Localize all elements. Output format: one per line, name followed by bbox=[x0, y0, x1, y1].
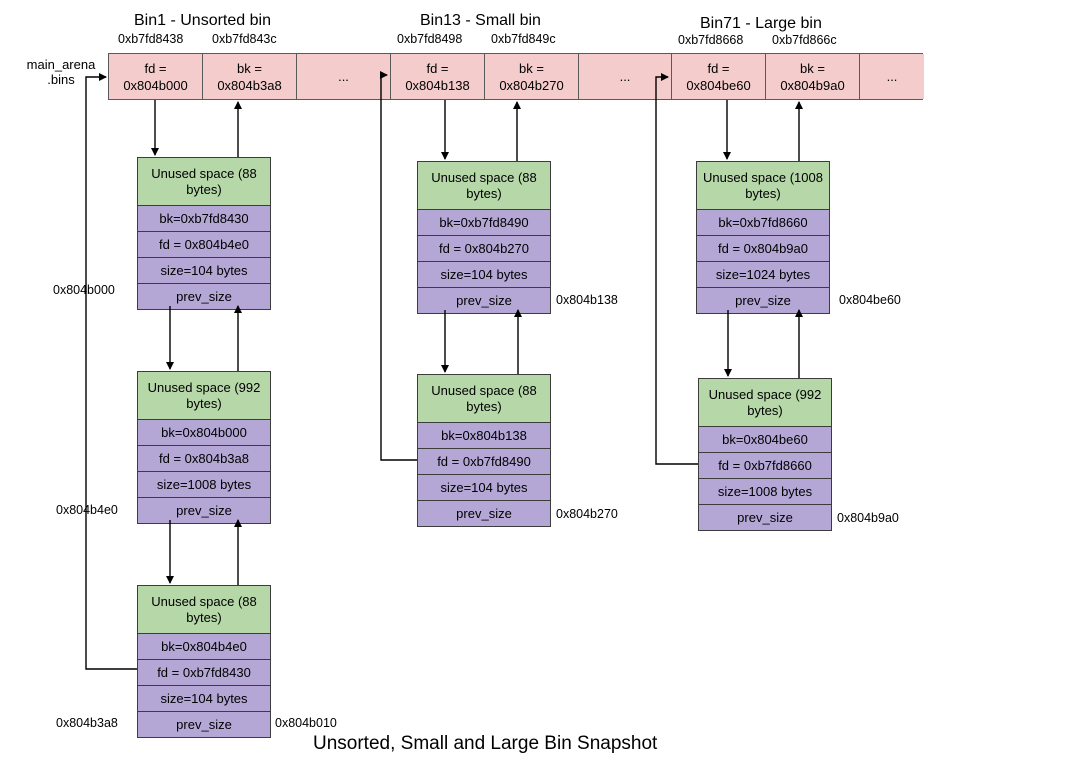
fd-field: fd = 0xb7fd8430 bbox=[138, 660, 270, 686]
bin1-fd-cell: fd = 0x804b000 bbox=[109, 54, 203, 99]
size-field: size=104 bytes bbox=[138, 258, 270, 284]
unused-space: Unused space (88 bytes) bbox=[138, 158, 270, 206]
prev-size-field: prev_size bbox=[138, 284, 270, 309]
bin1-bk-slot-address: 0xb7fd843c bbox=[212, 32, 277, 46]
bk-field: bk=0xb7fd8430 bbox=[138, 206, 270, 232]
bin1-bk-label: bk = bbox=[237, 60, 262, 76]
prev-size-field: prev_size bbox=[418, 501, 550, 526]
chunk-address: 0x804b000 bbox=[53, 283, 115, 297]
bin1-chunk-2: Unused space (992 bytes) bk=0x804b000 fd… bbox=[137, 371, 271, 524]
prev-size-field: prev_size bbox=[138, 498, 270, 523]
fd-field: fd = 0xb7fd8660 bbox=[699, 453, 831, 479]
unused-space: Unused space (88 bytes) bbox=[418, 162, 550, 210]
fd-field: fd = 0xb7fd8490 bbox=[418, 449, 550, 475]
bin13-fd-label: fd = bbox=[426, 60, 449, 76]
prev-size-field: prev_size bbox=[138, 712, 270, 737]
bk-field: bk=0x804b138 bbox=[418, 423, 550, 449]
ellipsis-text: ... bbox=[886, 69, 898, 84]
bin71-chunk-1: Unused space (1008 bytes) bk=0xb7fd8660 … bbox=[696, 161, 830, 314]
bin13-bk-cell: bk = 0x804b270 bbox=[485, 54, 579, 99]
bin13-fd-cell: fd = 0x804b138 bbox=[391, 54, 485, 99]
bin13-title: Bin13 - Small bin bbox=[420, 12, 541, 29]
bk-field: bk=0x804b4e0 bbox=[138, 634, 270, 660]
bin71-bk-slot-address: 0xb7fd866c bbox=[772, 33, 837, 47]
bin1-bk-cell: bk = 0x804b3a8 bbox=[203, 54, 297, 99]
chunk-address: 0x804b9a0 bbox=[837, 511, 899, 525]
main-arena-bins-array: fd = 0x804b000 bk = 0x804b3a8 ... fd = 0… bbox=[108, 53, 924, 100]
bin71-bk-value: 0x804b9a0 bbox=[780, 77, 845, 93]
bin13-bk-slot-address: 0xb7fd849c bbox=[491, 32, 556, 46]
bin13-chunk2-fd-wire bbox=[380, 71, 417, 461]
ellipsis-text: ... bbox=[619, 69, 631, 84]
chunk-address: 0x804be60 bbox=[839, 293, 901, 307]
bin71-fd-value: 0x804be60 bbox=[686, 77, 751, 93]
bin1-title: Bin1 - Unsorted bin bbox=[134, 12, 271, 29]
bin71-chunk-2: Unused space (992 bytes) bk=0x804be60 fd… bbox=[698, 378, 832, 531]
ellipsis-cell: ... bbox=[860, 54, 924, 99]
bk-field: bk=0x804be60 bbox=[699, 427, 831, 453]
unused-space: Unused space (1008 bytes) bbox=[697, 162, 829, 210]
bin13-bk-label: bk = bbox=[519, 60, 544, 76]
arena-label-line1: main_arena bbox=[26, 57, 96, 72]
size-field: size=104 bytes bbox=[418, 475, 550, 501]
unused-space: Unused space (88 bytes) bbox=[138, 586, 270, 634]
bin13-fd-value: 0x804b138 bbox=[405, 77, 470, 93]
size-field: size=104 bytes bbox=[138, 686, 270, 712]
bk-field: bk=0xb7fd8490 bbox=[418, 210, 550, 236]
size-field: size=104 bytes bbox=[418, 262, 550, 288]
chunk-address: 0x804b4e0 bbox=[56, 503, 118, 517]
chunk-address: 0x804b138 bbox=[556, 293, 618, 307]
bin13-bk-value: 0x804b270 bbox=[499, 77, 564, 93]
arena-label-line2: .bins bbox=[47, 72, 75, 87]
bin1-chunk-1: Unused space (88 bytes) bk=0xb7fd8430 fd… bbox=[137, 157, 271, 310]
ellipsis-text: ... bbox=[338, 69, 349, 84]
bk-field: bk=0x804b000 bbox=[138, 420, 270, 446]
size-field: size=1024 bytes bbox=[697, 262, 829, 288]
bin71-bk-cell: bk = 0x804b9a0 bbox=[766, 54, 860, 99]
prev-size-field: prev_size bbox=[418, 288, 550, 313]
bin71-fd-cell: fd = 0x804be60 bbox=[672, 54, 766, 99]
chunk-address: 0x804b270 bbox=[556, 507, 618, 521]
bin1-bk-value: 0x804b3a8 bbox=[217, 77, 282, 93]
unused-space: Unused space (992 bytes) bbox=[699, 379, 831, 427]
bin1-fd-slot-address: 0xb7fd8438 bbox=[118, 32, 184, 46]
bin1-chunk-3: Unused space (88 bytes) bk=0x804b4e0 fd … bbox=[137, 585, 271, 738]
bin13-fd-slot-address: 0xb7fd8498 bbox=[397, 32, 463, 46]
bin71-bk-label: bk = bbox=[800, 60, 825, 76]
prev-size-field: prev_size bbox=[699, 505, 831, 530]
bin71-chunk2-fd-wire bbox=[655, 73, 698, 465]
chunk-address: 0x804b3a8 bbox=[56, 716, 118, 730]
size-field: size=1008 bytes bbox=[699, 479, 831, 505]
bin71-fd-label: fd = bbox=[707, 60, 730, 76]
fd-field: fd = 0x804b270 bbox=[418, 236, 550, 262]
bin13-chunk-1: Unused space (88 bytes) bk=0xb7fd8490 fd… bbox=[417, 161, 551, 314]
diagram-caption: Unsorted, Small and Large Bin Snapshot bbox=[313, 733, 658, 754]
fd-field: fd = 0x804b4e0 bbox=[138, 232, 270, 258]
bin1-fd-label: fd = bbox=[144, 60, 167, 76]
size-field: size=1008 bytes bbox=[138, 472, 270, 498]
fd-field: fd = 0x804b9a0 bbox=[697, 236, 829, 262]
bin1-chunk3-fd-wire bbox=[85, 73, 137, 670]
chunk-address-right: 0x804b010 bbox=[275, 716, 337, 730]
prev-size-field: prev_size bbox=[697, 288, 829, 313]
bin71-fd-slot-address: 0xb7fd8668 bbox=[678, 33, 744, 47]
unused-space: Unused space (88 bytes) bbox=[418, 375, 550, 423]
unused-space: Unused space (992 bytes) bbox=[138, 372, 270, 420]
ellipsis-cell: ... bbox=[297, 54, 391, 99]
fd-field: fd = 0x804b3a8 bbox=[138, 446, 270, 472]
bin1-fd-value: 0x804b000 bbox=[123, 77, 188, 93]
bk-field: bk=0xb7fd8660 bbox=[697, 210, 829, 236]
bin13-chunk-2: Unused space (88 bytes) bk=0x804b138 fd … bbox=[417, 374, 551, 527]
bin71-title: Bin71 - Large bin bbox=[700, 15, 822, 32]
main-arena-bins-label: main_arena .bins bbox=[22, 57, 100, 87]
